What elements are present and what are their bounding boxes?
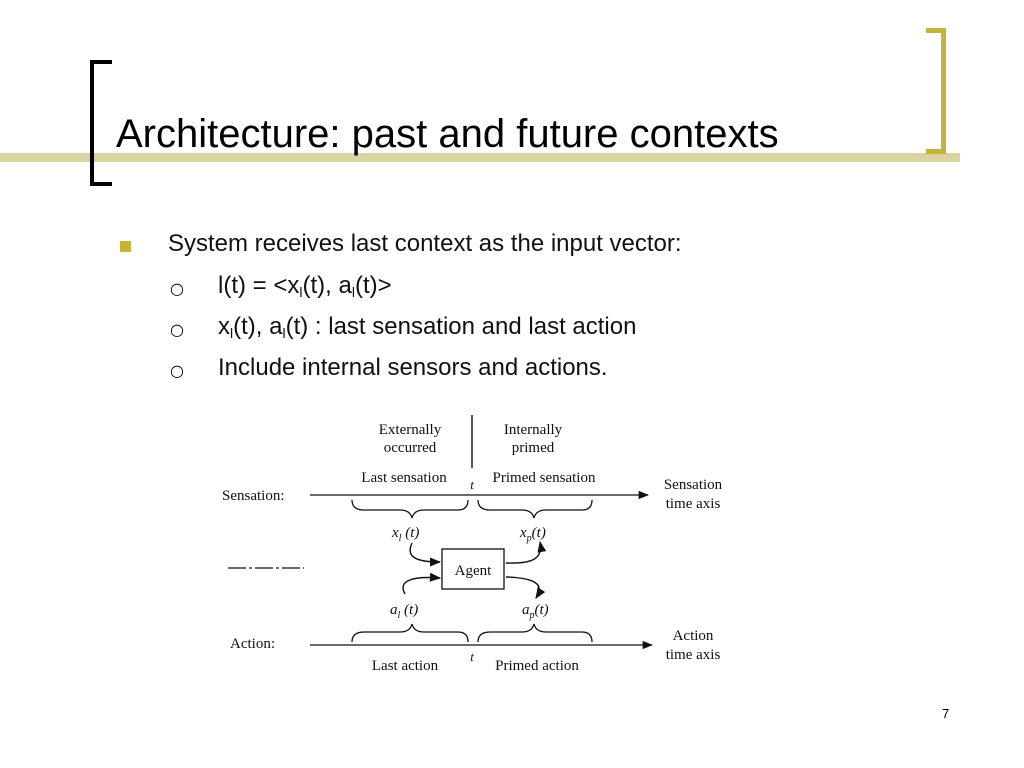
primed-action-brace bbox=[477, 623, 593, 643]
left-bracket bbox=[90, 60, 112, 186]
sensation-axis-label: Sensation: bbox=[222, 488, 285, 504]
x-l-to-agent-arrow bbox=[409, 542, 442, 567]
subscript: l bbox=[282, 325, 286, 341]
sub-bullet-2-part: (t) : last sensation and last action bbox=[285, 313, 637, 340]
agent-to-a-p-arrow bbox=[505, 576, 546, 599]
last-sensation-label: Last sensation bbox=[361, 470, 447, 486]
sensation-axis-title-line2: time axis bbox=[666, 496, 721, 512]
bullet-text: System receives last context as the inpu… bbox=[168, 230, 682, 257]
subscript: l bbox=[299, 284, 303, 300]
page-number: 7 bbox=[942, 706, 950, 721]
a-p-label: ap(t) bbox=[522, 602, 549, 621]
action-axis-title-line2: time axis bbox=[666, 647, 721, 663]
sub-bullet-1-part: (t)> bbox=[354, 272, 392, 299]
internally-header-line1: Internally bbox=[504, 422, 563, 438]
sensation-axis-title-line1: Sensation bbox=[664, 477, 723, 493]
action-axis-label: Action: bbox=[230, 636, 275, 652]
primed-action-label: Primed action bbox=[495, 658, 579, 674]
primed-sensation-brace bbox=[477, 499, 593, 519]
circle-bullet-icon: ○ bbox=[170, 361, 184, 380]
accent-stripe bbox=[0, 153, 960, 162]
sub-bullet-2-part: (t), a bbox=[233, 313, 283, 340]
last-action-label: Last action bbox=[372, 658, 439, 674]
agent-to-x-p-arrow bbox=[505, 540, 547, 564]
sub-bullet-1: l(t) = <xl(t), al(t)> bbox=[218, 272, 392, 300]
a-l-to-agent-arrow bbox=[402, 572, 442, 595]
agent-label: Agent bbox=[455, 563, 492, 579]
subscript: l bbox=[230, 325, 234, 341]
right-bracket bbox=[926, 28, 946, 154]
circle-bullet-icon: ○ bbox=[170, 320, 184, 339]
last-action-brace bbox=[351, 623, 469, 643]
sub-bullet-2: xl(t), al(t) : last sensation and last a… bbox=[218, 313, 636, 341]
sub-bullet-1-part: l(t) = <x bbox=[218, 272, 300, 299]
agent-box bbox=[441, 548, 505, 590]
action-axis-title-line1: Action bbox=[673, 628, 714, 644]
last-sensation-brace bbox=[351, 499, 469, 519]
externally-header-line1: Externally bbox=[379, 422, 442, 438]
primed-sensation-label: Primed sensation bbox=[493, 470, 596, 486]
externally-header-line2: occurred bbox=[384, 440, 437, 456]
t-marker-bottom: t bbox=[470, 649, 474, 664]
sub-bullet-1-part: (t), a bbox=[302, 272, 352, 299]
sub-bullet-3: Include internal sensors and actions. bbox=[218, 354, 608, 381]
x-l-label: xl (t) bbox=[391, 525, 419, 544]
internally-header-line2: primed bbox=[512, 440, 555, 456]
circle-bullet-icon: ○ bbox=[170, 279, 184, 298]
a-l-label: al (t) bbox=[390, 602, 418, 621]
x-p-label: xp(t) bbox=[519, 525, 546, 544]
square-bullet-icon bbox=[120, 241, 131, 252]
subscript: l bbox=[351, 284, 355, 300]
sub-bullet-2-part: x bbox=[218, 313, 230, 340]
slide-title: Architecture: past and future contexts bbox=[116, 112, 779, 156]
t-marker-top: t bbox=[470, 477, 474, 492]
